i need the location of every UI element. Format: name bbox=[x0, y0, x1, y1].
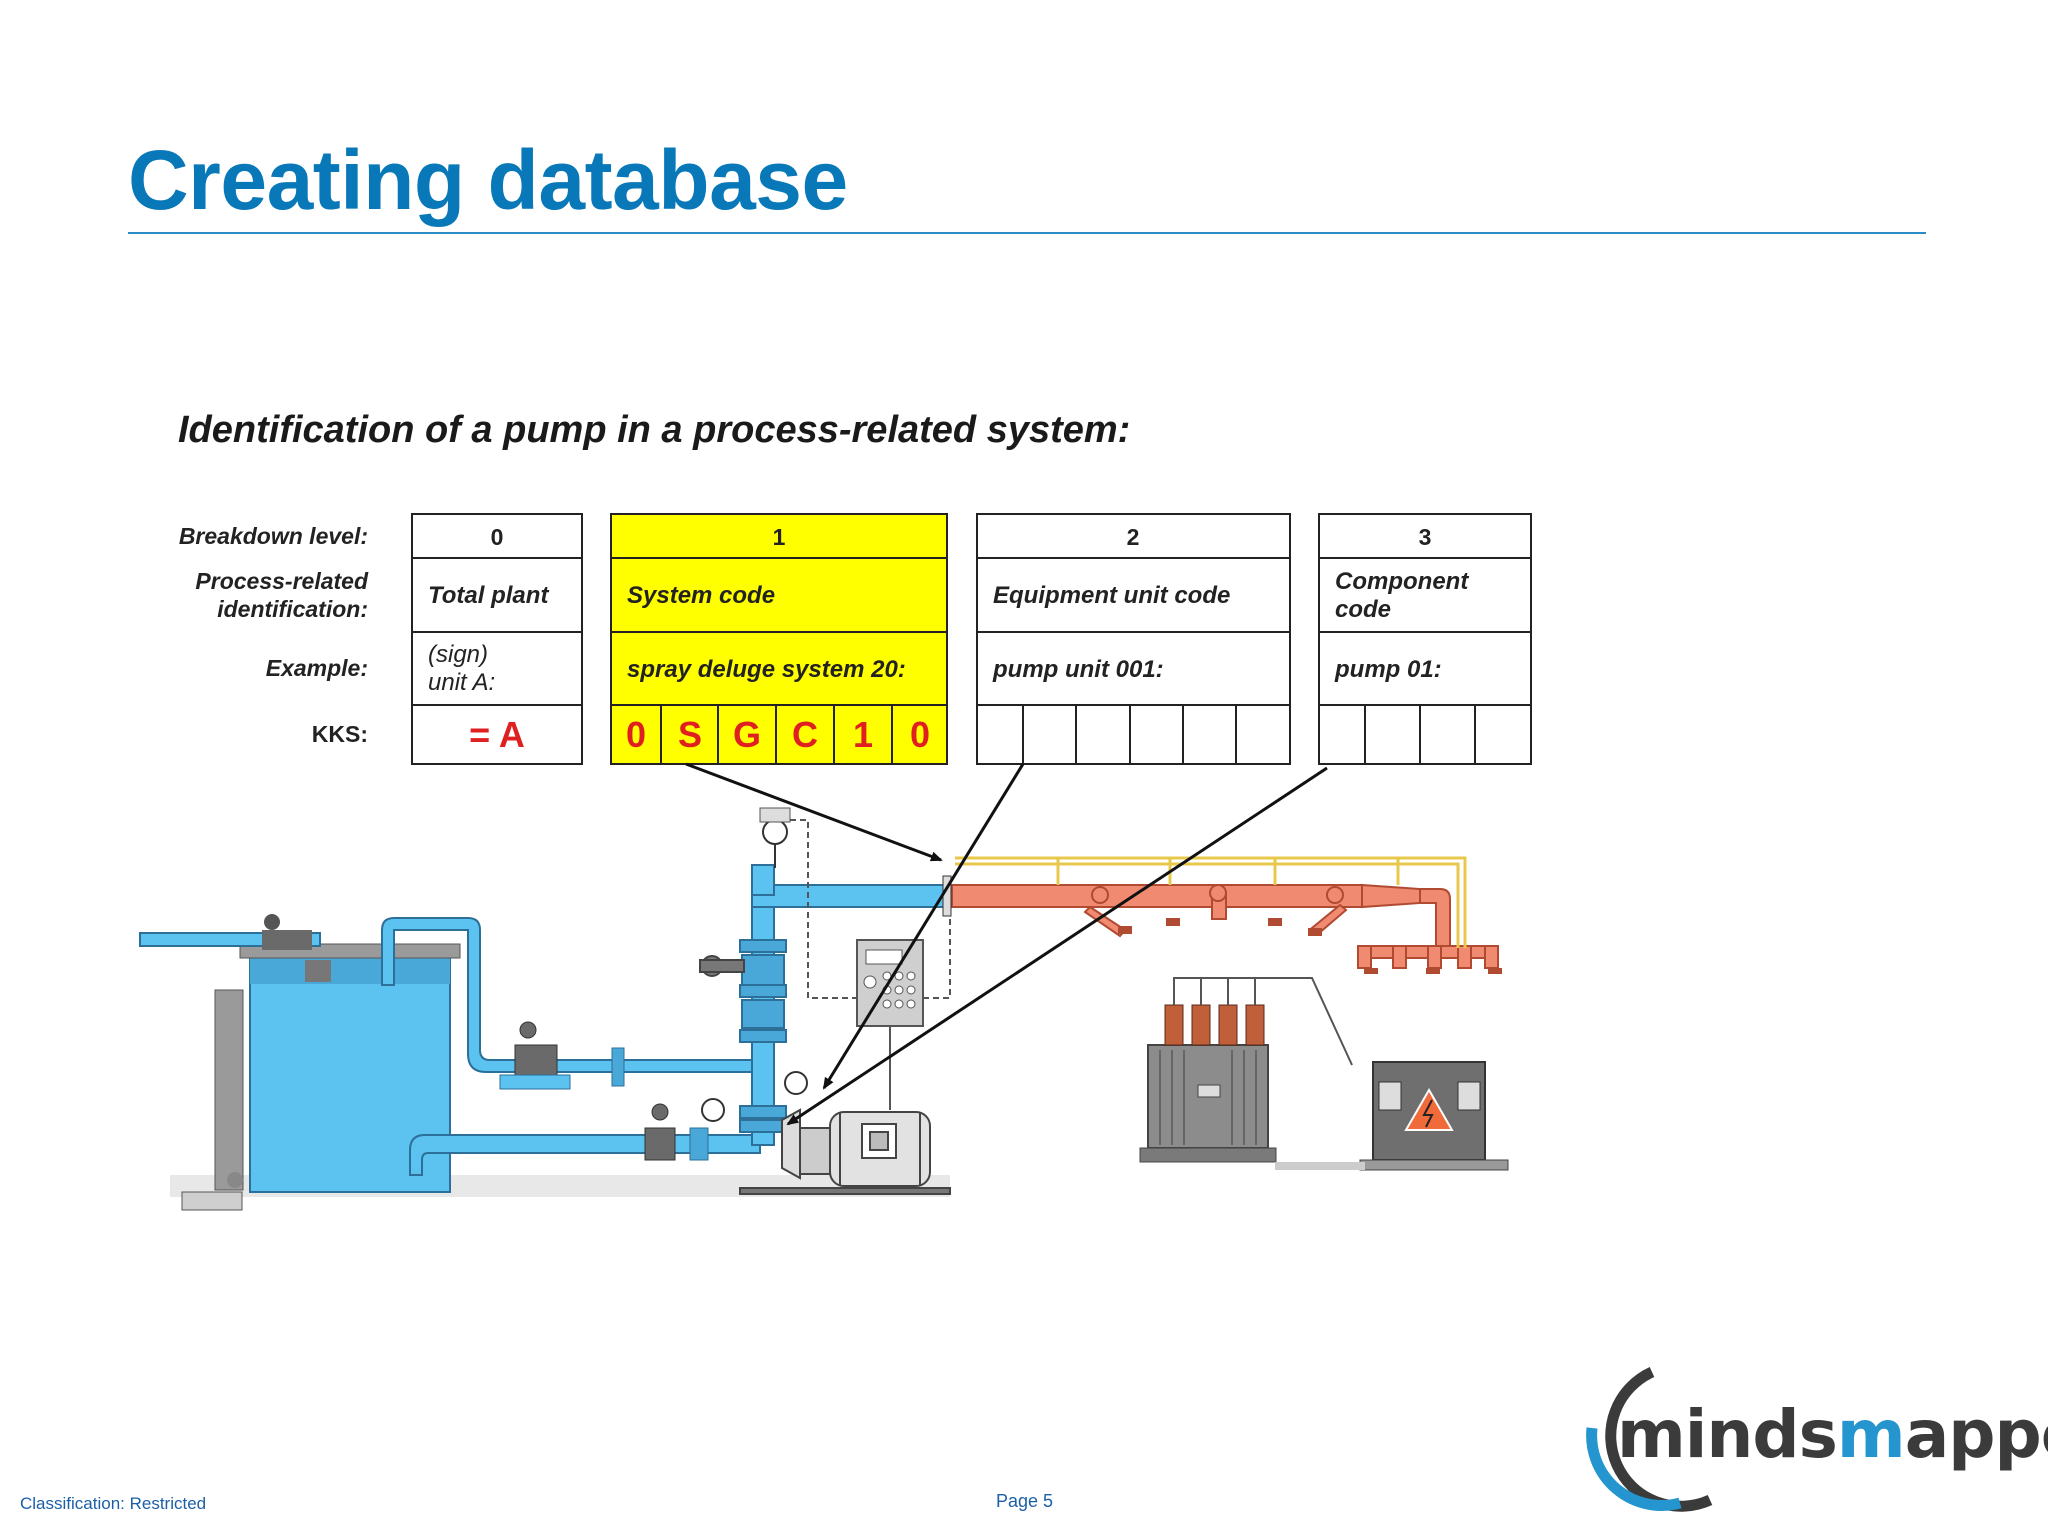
level-2-number: 2 bbox=[1127, 524, 1140, 550]
row-label-breakdown: Breakdown level: bbox=[179, 523, 368, 549]
pointer-arrows bbox=[685, 762, 1328, 1126]
level-1-number: 1 bbox=[773, 524, 786, 550]
spray-nozzles bbox=[1118, 918, 1502, 974]
logo-ring-icon bbox=[1586, 1366, 1713, 1512]
row-label-example: Example: bbox=[266, 655, 368, 681]
level-3-example: pump 01: bbox=[1334, 656, 1442, 683]
kks-char: 0 bbox=[910, 714, 930, 755]
pressure-gauge-top bbox=[762, 819, 788, 868]
detection-line bbox=[955, 856, 1467, 948]
level-3-code-name-1: Component bbox=[1335, 568, 1469, 595]
page-number: Page 5 bbox=[996, 1491, 1054, 1511]
level-0-example-1: (sign) bbox=[428, 641, 488, 668]
figure-heading: Identification of a pump in a process-re… bbox=[178, 409, 1130, 451]
kks-char: G bbox=[733, 714, 761, 755]
spray-deluge-pipe bbox=[951, 883, 1499, 969]
logo-part: m bbox=[1836, 1396, 1906, 1473]
mindsmapped-logo: mindsmapped bbox=[1580, 1358, 2048, 1518]
kks-char: 0 bbox=[626, 714, 646, 755]
logo-wordmark: mindsmapped bbox=[1617, 1396, 2048, 1473]
logo-part: s bbox=[1798, 1396, 1838, 1473]
riser-valve-handle bbox=[699, 955, 745, 977]
gauge-mount bbox=[759, 807, 791, 823]
inlet-valve bbox=[262, 914, 312, 950]
logo-part: apped bbox=[1904, 1396, 2048, 1473]
slide-title: Creating database bbox=[128, 133, 848, 227]
level-0-column bbox=[411, 513, 583, 765]
kks-char: C bbox=[792, 714, 818, 755]
level-3-code-name-2: code bbox=[1335, 596, 1391, 623]
pump-inlet-valve bbox=[644, 1103, 709, 1161]
level-3-number: 3 bbox=[1419, 524, 1432, 550]
level-1-column bbox=[610, 513, 948, 765]
pressure-gauge-pump bbox=[701, 1071, 808, 1122]
kks-char: 1 bbox=[853, 714, 873, 755]
level-0-number: 0 bbox=[491, 524, 504, 550]
row-label-kks: KKS: bbox=[312, 721, 368, 747]
classification-label: Classification: Restricted bbox=[20, 1494, 207, 1513]
kks-char: S bbox=[678, 714, 702, 755]
suction-valve bbox=[499, 1021, 571, 1090]
transformer bbox=[1139, 977, 1353, 1163]
logo-part: mind bbox=[1617, 1396, 1800, 1473]
level-2-column bbox=[976, 513, 1291, 765]
level-2-code-name: Equipment unit code bbox=[993, 582, 1230, 609]
row-label-process-1: Process-related bbox=[195, 568, 369, 594]
transformer-base bbox=[1275, 1162, 1365, 1170]
row-label-process-2: identification: bbox=[217, 596, 368, 622]
level-1-code-name: System code bbox=[627, 582, 775, 609]
pump-motor bbox=[739, 1108, 951, 1195]
signal-lines bbox=[790, 819, 951, 999]
control-panel bbox=[856, 939, 924, 1110]
level-1-example: spray deluge system 20: bbox=[627, 656, 906, 683]
level-0-example-2: unit A: bbox=[428, 669, 495, 696]
level-3-column bbox=[1318, 513, 1532, 765]
level-0-code-name: Total plant bbox=[428, 582, 549, 609]
level-2-example: pump unit 001: bbox=[992, 656, 1164, 683]
level-0-kks: = A bbox=[469, 714, 525, 755]
flange bbox=[611, 1047, 625, 1087]
title-divider bbox=[128, 232, 1926, 234]
switchgear-cabinet bbox=[1359, 1061, 1509, 1171]
riser-fittings bbox=[739, 939, 787, 1133]
